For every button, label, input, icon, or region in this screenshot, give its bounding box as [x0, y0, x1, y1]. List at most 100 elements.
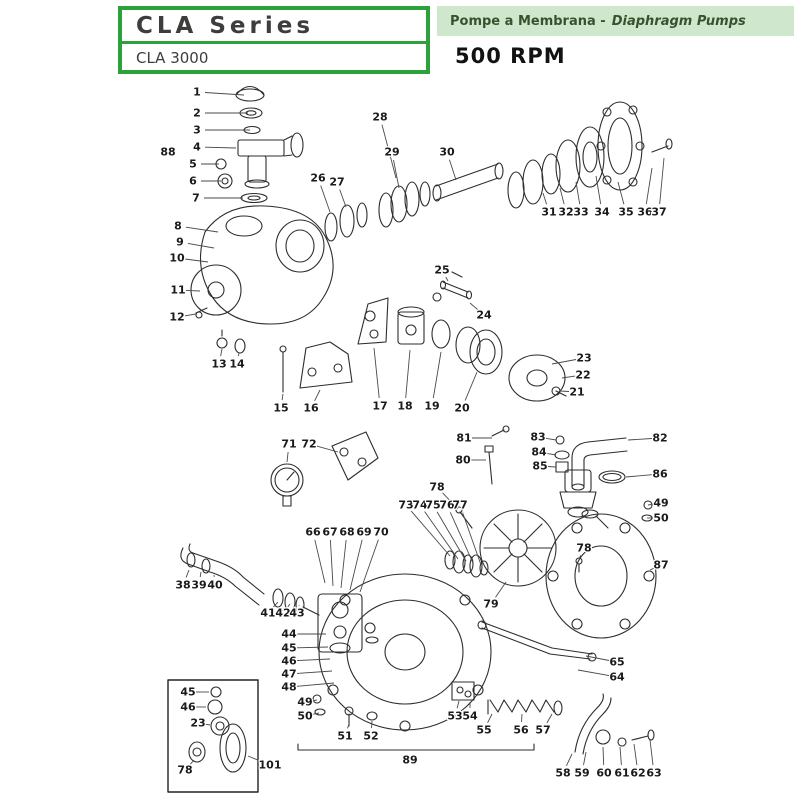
callout-leader-line	[619, 746, 622, 766]
part-callout: 45	[180, 686, 195, 699]
part-callout: 1	[193, 86, 201, 99]
callout-leader-line	[464, 371, 478, 401]
callout-leader-line	[649, 739, 654, 766]
part-callout: 42	[275, 607, 290, 620]
part-callout: 34	[594, 206, 610, 219]
part-callout: 23	[190, 717, 205, 730]
part-callout: 68	[339, 526, 354, 539]
callout-leader-line	[487, 713, 493, 724]
part-callout: 18	[397, 400, 412, 413]
callout-leader-line	[595, 175, 602, 205]
callout-leader-line	[340, 539, 347, 589]
part-callout: 73	[398, 499, 413, 512]
callout-leader-line	[296, 658, 331, 662]
part-callout: 19	[424, 400, 439, 413]
part-callout: 67	[322, 526, 337, 539]
part-callout: 38	[175, 579, 190, 592]
callout-leader-line	[287, 603, 291, 607]
callout-leader-line	[286, 451, 289, 463]
part-callout: 64	[609, 671, 625, 684]
part-callout: 46	[180, 701, 196, 714]
part-callout: 4	[193, 141, 201, 154]
part-callout: 12	[169, 311, 184, 324]
pump-type-english: Diaphragm Pumps	[611, 13, 746, 29]
callout-leader-line	[559, 390, 570, 392]
part-callout: 56	[513, 724, 529, 737]
callout-leader-line	[462, 512, 482, 566]
callout-leader-line	[281, 393, 284, 401]
part-callout: 35	[618, 206, 633, 219]
callout-leader-line	[561, 375, 576, 379]
part-callout: 79	[483, 598, 498, 611]
part-callout: 53	[447, 710, 462, 723]
callout-leader-line	[456, 700, 460, 709]
series-divider	[122, 41, 426, 44]
part-callout: 5	[189, 158, 197, 171]
callout-leader-line	[349, 539, 363, 591]
part-callout: 11	[170, 284, 185, 297]
part-callout: 30	[439, 146, 455, 159]
part-callout: 10	[169, 252, 185, 265]
series-box: CLA Series CLA 3000	[118, 6, 430, 74]
part-callout: 33	[573, 206, 588, 219]
part-callout: 61	[614, 767, 629, 780]
part-callout: 78	[429, 481, 444, 494]
part-callout: 29	[384, 146, 399, 159]
callout-leader-line	[184, 258, 209, 263]
part-callout: 8	[174, 220, 182, 233]
part-callout: 23	[576, 352, 591, 365]
part-callout: 88	[160, 146, 175, 159]
callout-leader-line	[247, 755, 263, 763]
callout-leader-line	[602, 746, 605, 766]
part-callout: 40	[207, 579, 223, 592]
part-callout: 63	[646, 767, 661, 780]
callout-leader-line	[393, 159, 400, 189]
callout-leader-line	[645, 167, 653, 205]
rpm-label: 500 RPM	[455, 44, 566, 68]
diagram-artwork	[167, 85, 673, 793]
part-callout: 32	[558, 206, 573, 219]
callout-leader-line	[410, 510, 451, 557]
callout-leader-line	[185, 569, 190, 578]
callout-leader-line	[220, 348, 223, 357]
callout-leader-line	[617, 181, 625, 205]
part-callout: 31	[541, 206, 556, 219]
part-callout: 6	[189, 175, 197, 188]
callout-leader-line	[314, 539, 326, 584]
part-callout: 71	[281, 438, 296, 451]
callout-leader-line	[312, 699, 318, 702]
part-callout: 2	[193, 107, 201, 120]
callout-leader-line	[187, 242, 215, 249]
callout-leader-line	[381, 124, 397, 179]
callout-leader-line	[546, 452, 557, 456]
callout-leader-line	[448, 159, 457, 181]
callout-leader-line	[185, 226, 219, 233]
callout-leader-line	[316, 445, 339, 453]
callout-leader-line	[314, 389, 321, 402]
part-callout: 47	[281, 668, 296, 681]
part-callout: 46	[281, 655, 297, 668]
callout-leader-line	[204, 146, 237, 149]
part-callout: 17	[372, 400, 387, 413]
part-callout: 24	[476, 309, 492, 322]
part-callout: 28	[372, 111, 387, 124]
pump-type-strip: Pompe a Membrana - Diaphragm Pumps	[437, 6, 794, 36]
part-callout: 27	[329, 176, 344, 189]
callout-leader-line	[205, 723, 211, 726]
part-callout: 49	[653, 497, 668, 510]
part-callout: 60	[596, 767, 612, 780]
callout-leader-line	[273, 601, 279, 608]
callout-leader-line	[547, 466, 557, 468]
callout-leader-line	[436, 511, 467, 562]
part-callout: 48	[281, 681, 296, 694]
callout-leader-line	[329, 539, 334, 587]
model-name: CLA 3000	[136, 49, 209, 67]
part-callout: 85	[532, 460, 547, 473]
callout-leader-line	[185, 289, 201, 292]
part-callout: 74	[412, 499, 428, 512]
part-callout: 36	[637, 206, 653, 219]
part-callout: 82	[652, 432, 667, 445]
part-callout: 50	[653, 512, 669, 525]
callout-leader-line	[184, 313, 197, 317]
